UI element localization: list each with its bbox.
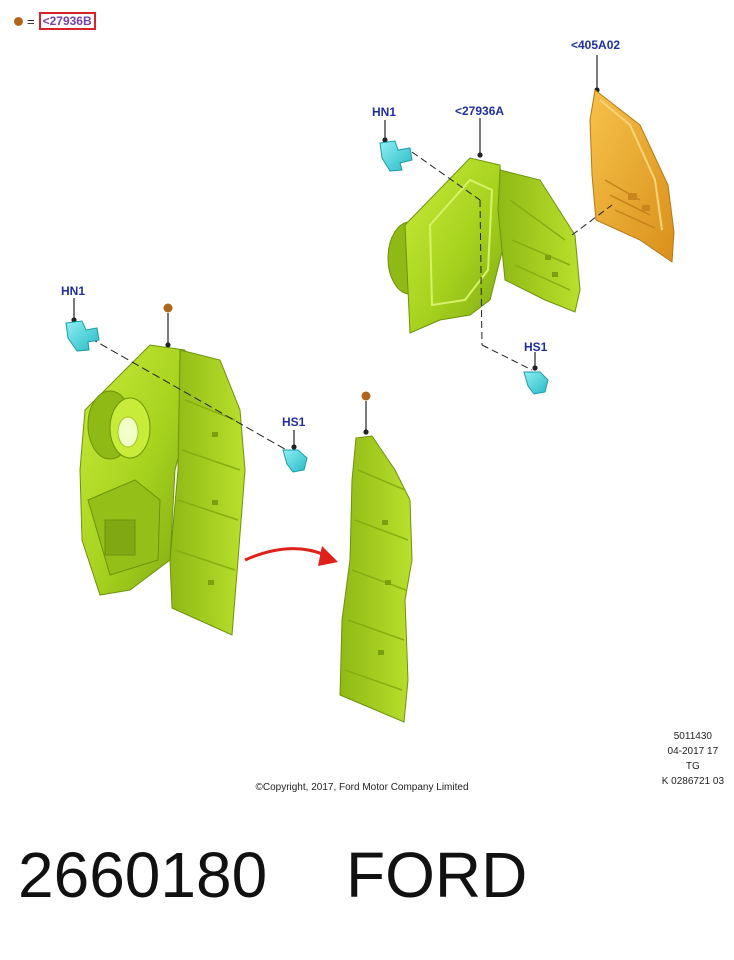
callout-upper-hs1[interactable]: HS1 bbox=[524, 340, 548, 354]
callout-lower-hn1[interactable]: HN1 bbox=[61, 284, 86, 298]
separated-side-panel[interactable] bbox=[339, 391, 413, 723]
lower-housing-assembly[interactable] bbox=[79, 303, 291, 636]
legend: = <27936B bbox=[14, 12, 96, 30]
callout-27936a[interactable]: <27936A bbox=[455, 104, 505, 118]
callout-405a02[interactable]: <405A02 bbox=[571, 38, 621, 52]
upper-hs1-screw[interactable] bbox=[523, 352, 549, 395]
upper-housing-assembly[interactable] bbox=[387, 118, 613, 371]
meta-date: 04-2017 17 bbox=[667, 746, 719, 757]
meta-initials: TG bbox=[685, 761, 700, 772]
brown-marker-dot-icon bbox=[14, 16, 23, 26]
copyright-notice: ©Copyright, 2017, Ford Motor Company Lim… bbox=[0, 782, 734, 793]
diagram-metadata: 5011430 04-2017 17 TG K 0286721 03 bbox=[662, 729, 724, 789]
callout-upper-hn1[interactable]: HN1 bbox=[372, 105, 397, 119]
callout-lower-hs1[interactable]: HS1 bbox=[282, 415, 306, 429]
part-number: 2660180 bbox=[18, 839, 268, 911]
lower-hs1-screw[interactable] bbox=[282, 430, 308, 473]
separation-arrow-icon bbox=[244, 546, 338, 566]
copyright-text: ©Copyright, 2017, Ford Motor Company Lim… bbox=[255, 782, 469, 793]
brand-name: FORD bbox=[346, 839, 528, 911]
legend-equals: = bbox=[27, 13, 35, 29]
legend-reference-link[interactable]: <27936B bbox=[38, 12, 96, 30]
orange-trim-panel[interactable] bbox=[589, 55, 675, 263]
upper-hn1-clip[interactable] bbox=[379, 120, 413, 172]
meta-code: 5011430 bbox=[673, 731, 712, 742]
meta-reference: K 0286721 03 bbox=[661, 776, 724, 787]
lower-hn1-clip[interactable] bbox=[65, 298, 100, 352]
